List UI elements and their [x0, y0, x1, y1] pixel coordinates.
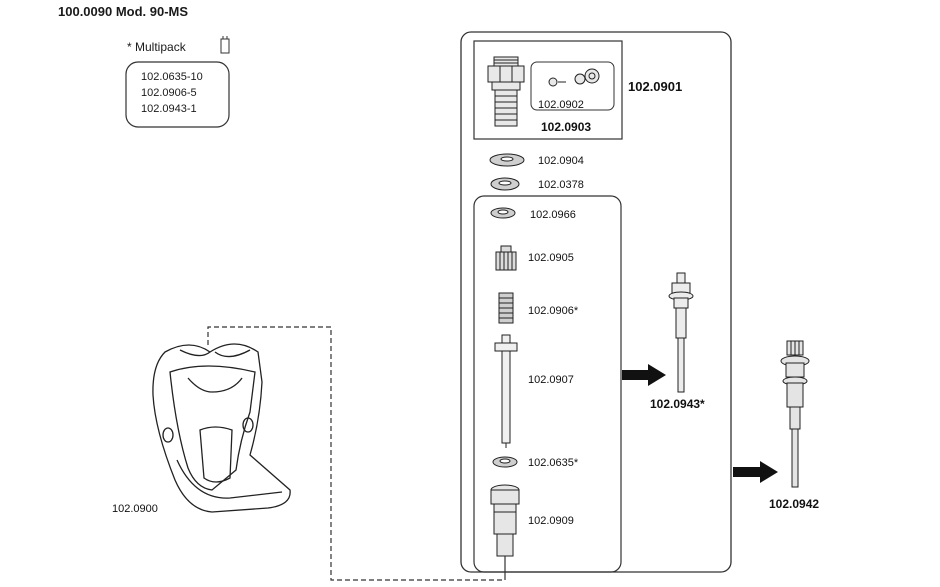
label-102-0902: 102.0902	[538, 99, 584, 111]
label-102-0966: 102.0966	[530, 209, 576, 221]
label-102-0378: 102.0378	[538, 179, 584, 191]
assembled-part-0942	[780, 340, 810, 488]
pin-0907	[494, 334, 518, 448]
multipack-item: 102.0943-1	[141, 103, 197, 115]
label-102-0903: 102.0903	[541, 120, 591, 134]
label-102-0943: 102.0943*	[650, 397, 705, 411]
arrow-to-0943	[622, 364, 666, 386]
spring-0906	[498, 292, 514, 324]
small-parts-icon	[548, 68, 600, 87]
assembled-part-0943	[668, 272, 694, 393]
insert-0905	[495, 245, 517, 271]
washer-0904	[489, 153, 525, 167]
washer-0966	[490, 207, 516, 219]
connection-dashed-line	[207, 326, 505, 581]
multipack-bag-icon	[220, 36, 230, 54]
multipack-item: 102.0635-10	[141, 71, 203, 83]
urinal-bowl-0900	[152, 343, 291, 513]
valve-subassembly-box	[473, 40, 623, 140]
label-102-0942: 102.0942	[769, 497, 819, 511]
label-102-0907: 102.0907	[528, 374, 574, 386]
label-102-0904: 102.0904	[538, 155, 584, 167]
multipack-box	[125, 61, 230, 128]
label-102-0909: 102.0909	[528, 515, 574, 527]
oring-0635	[492, 456, 518, 468]
arrow-to-0942	[733, 461, 778, 483]
label-102-0901: 102.0901	[628, 79, 682, 94]
label-102-0900: 102.0900	[112, 503, 158, 515]
page-title: 100.0090 Mod. 90-MS	[58, 4, 189, 19]
washer-0378	[490, 177, 520, 191]
label-102-0905: 102.0905	[528, 252, 574, 264]
multipack-item: 102.0906-5	[141, 87, 197, 99]
cartridge-inner-frame	[473, 195, 622, 573]
label-102-0906: 102.0906*	[528, 305, 579, 317]
small-parts-box	[530, 61, 615, 111]
valve-body-part	[487, 56, 525, 127]
body-0909	[490, 484, 520, 557]
multipack-label: * Multipack	[127, 40, 186, 54]
label-102-0635: 102.0635*	[528, 457, 579, 469]
